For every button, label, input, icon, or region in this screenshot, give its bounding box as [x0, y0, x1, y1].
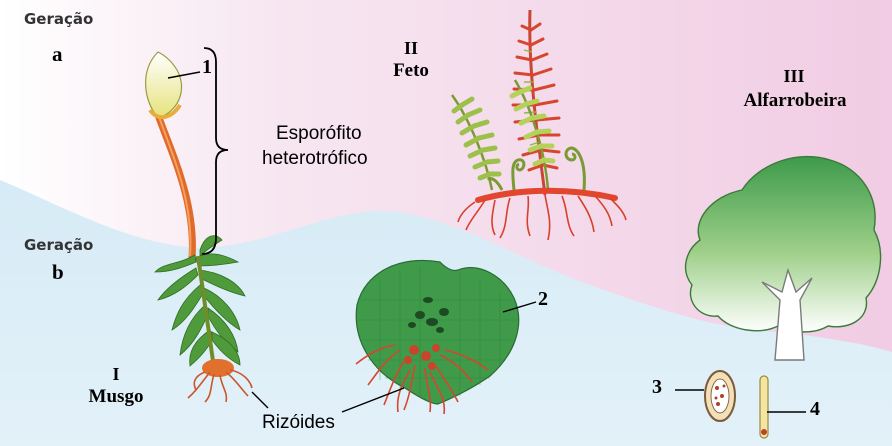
label-2: 2 — [538, 288, 548, 311]
generation-a-title: Geração — [24, 10, 93, 28]
fern-numeral: II — [394, 38, 428, 59]
pollen-tube — [760, 376, 768, 438]
moss-name: Musgo — [76, 386, 156, 408]
sporophyte-label-line1: Esporófito — [276, 123, 362, 145]
generation-b-title: Geração — [24, 236, 93, 254]
rhizoids-label: Rizóides — [262, 412, 335, 434]
spore-grain — [705, 371, 735, 421]
moss-numeral: I — [98, 364, 134, 385]
generation-a-letter: a — [52, 42, 63, 67]
fern-name: Feto — [380, 60, 442, 82]
generation-b-letter: b — [52, 260, 64, 285]
label-3: 3 — [652, 376, 662, 399]
label-4: 4 — [810, 398, 820, 421]
carob-name: Alfarrobeira — [736, 90, 854, 112]
carob-numeral: III — [772, 66, 816, 87]
sporophyte-label-line2: heterotrófico — [262, 148, 368, 170]
label-1: 1 — [202, 56, 212, 79]
